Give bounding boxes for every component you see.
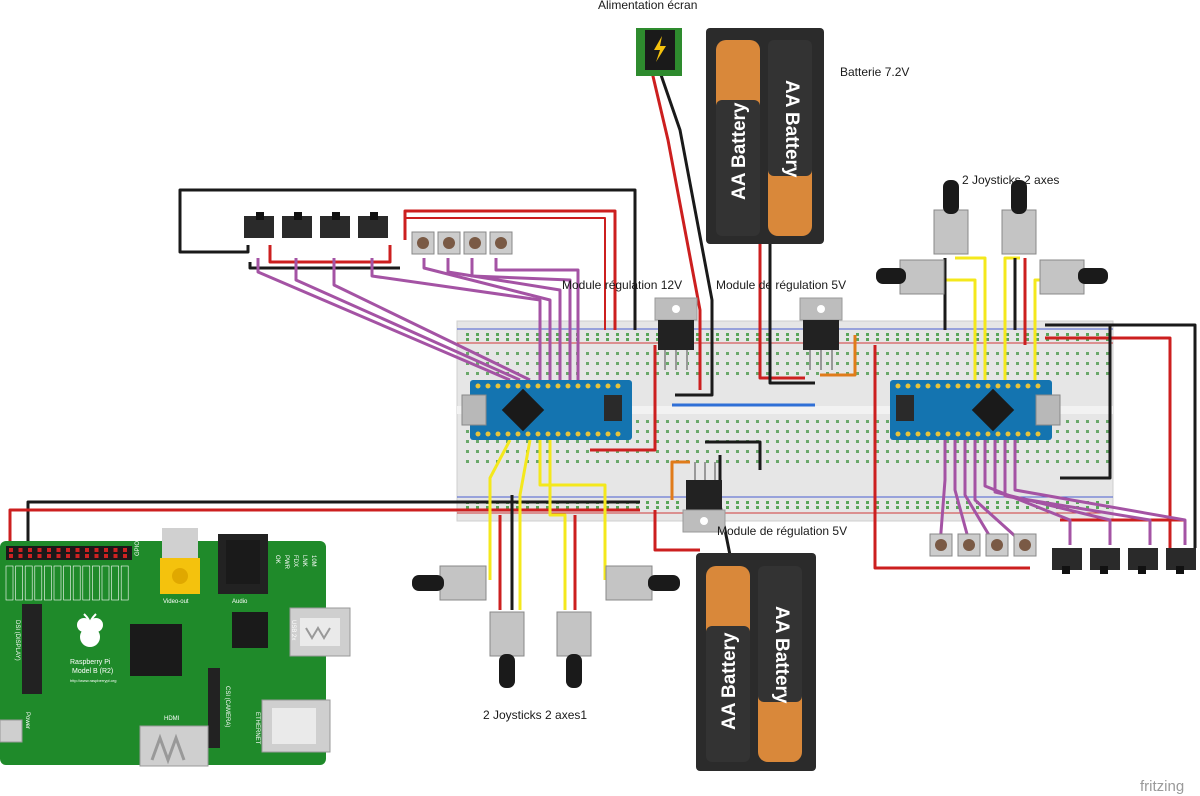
wire-yellow-left-1 — [488, 439, 512, 580]
joysticks-right-label: 2 Joysticks 2 axes — [962, 173, 1059, 187]
battery-cell-label: AA Battery — [719, 632, 740, 730]
arduino-nano-left — [461, 380, 632, 440]
battery-pack-bottom: AA Battery AA Battery — [696, 553, 816, 771]
battery-cell-label: AA Battery — [729, 102, 750, 200]
wire-purple-r3 — [963, 440, 997, 546]
slide-switches-right — [1052, 548, 1196, 574]
wire-purple-2 — [294, 258, 521, 382]
pi-display-label: DSI (DISPLAY) — [14, 620, 20, 661]
wire-purple-r6 — [993, 440, 1112, 545]
wire-black-switch-bar — [248, 262, 400, 270]
regulator-5v-bottom-label: Module de régulation 5V — [717, 524, 847, 538]
nano-left-pins — [475, 383, 621, 437]
pi-url-label: http://www.raspberrypi.org — [70, 678, 116, 683]
wire-purple-r4 — [973, 440, 1027, 547]
pi-name-label: Raspberry Pi — [70, 659, 111, 666]
pi-ethernet-label: ETHERNET — [254, 712, 260, 745]
wire-black-right-rail2 — [1060, 325, 1112, 480]
screen-power-label: Alimentation écran — [598, 0, 697, 12]
fritzing-logo: fritzing — [1140, 778, 1184, 795]
wire-red-pi — [8, 508, 640, 545]
wire-purple-r2 — [953, 440, 972, 546]
pi-video-label: Video-out — [163, 599, 189, 605]
pi-model-label: Model B (R2) — [72, 668, 113, 675]
pi-audio-label: Audio — [232, 599, 248, 605]
wire-purple-r7 — [1003, 440, 1152, 545]
wire-red-switch-bar — [268, 245, 392, 264]
wire-black-pi — [26, 500, 640, 545]
screen-power-jack — [636, 28, 682, 76]
regulator-5v-top-label: Module de régulation 5V — [716, 278, 846, 292]
raspberry-logo-icon — [77, 613, 103, 647]
wire-yellow-right-1 — [955, 256, 987, 385]
pi-gpio-pins — [5, 548, 129, 601]
wire-purple-1 — [256, 258, 511, 382]
battery-top-label: Batterie 7.2V — [840, 65, 909, 79]
wire-black-battery-top — [768, 240, 815, 385]
pi-led-label: LNK — [301, 555, 307, 567]
nano-right-pins — [895, 383, 1041, 437]
push-buttons-left — [411, 231, 513, 255]
pi-power-label: Power — [24, 712, 30, 729]
wires — [8, 71, 1197, 610]
wire-red-screen — [650, 71, 702, 390]
wire-purple-r5 — [983, 440, 1072, 545]
battery-cell-label: AA Battery — [781, 80, 802, 178]
joysticks-left — [412, 565, 680, 688]
wire-purple-5 — [422, 258, 552, 380]
slide-switches-left — [244, 212, 388, 238]
joysticks-right — [876, 180, 1108, 295]
wire-red-reg12-out — [590, 345, 657, 452]
wire-purple-r1 — [938, 440, 947, 546]
wire-red-right-rail — [1045, 336, 1172, 548]
wire-red-buttons-top — [403, 209, 617, 330]
wire-black-switch-loop — [178, 188, 637, 330]
wire-black-center — [705, 440, 762, 470]
wire-black-screen — [658, 71, 714, 397]
regulator-5v-top — [799, 297, 843, 370]
pi-usb-label: USB 2x — [290, 620, 296, 640]
pi-led-label: PWR — [283, 555, 289, 570]
wire-red-bottom-batt — [653, 510, 700, 552]
joysticks-left-label: 2 Joysticks 2 axes1 — [483, 708, 587, 722]
wire-purple-4 — [370, 258, 542, 380]
pi-gpio-label: GPIO — [135, 541, 141, 556]
wire-yellow-right-2 — [940, 278, 977, 385]
wire-yellow-left-2 — [518, 439, 532, 610]
wire-yellow-left-3 — [538, 440, 607, 580]
pi-led-label: 10M — [310, 555, 316, 567]
wire-purple-8 — [494, 258, 580, 380]
regulator-12v-label: Module régulation 12V — [562, 278, 682, 292]
wire-yellow-left-4 — [548, 440, 567, 610]
wire-red-battery-top — [758, 240, 805, 380]
wire-orange-reg5 — [820, 335, 857, 377]
pi-hdmi-label: HDMI — [164, 716, 180, 722]
wire-purple-3 — [332, 258, 531, 382]
pi-led-label: FDX — [292, 555, 298, 567]
battery-pack-top: AA Battery AA Battery — [706, 28, 824, 244]
pi-led-label: OK — [274, 555, 280, 564]
wire-red-buttons-2 — [405, 217, 606, 330]
wire-purple-7 — [470, 258, 572, 380]
pi-camera-label: CSI (CAMERA) — [224, 686, 230, 727]
regulator-12v — [654, 297, 698, 370]
wire-purple-r8 — [1013, 440, 1187, 545]
push-buttons-right — [929, 533, 1037, 557]
wire-purple-6 — [446, 258, 562, 380]
wire-black-right-rail — [1045, 323, 1197, 548]
arduino-nano-right — [890, 380, 1061, 440]
battery-cell-label: AA Battery — [771, 606, 792, 704]
regulator-5v-bottom — [682, 462, 726, 533]
wire-orange-reg5b — [670, 460, 690, 500]
wire-red-right-bottom — [873, 345, 1030, 570]
